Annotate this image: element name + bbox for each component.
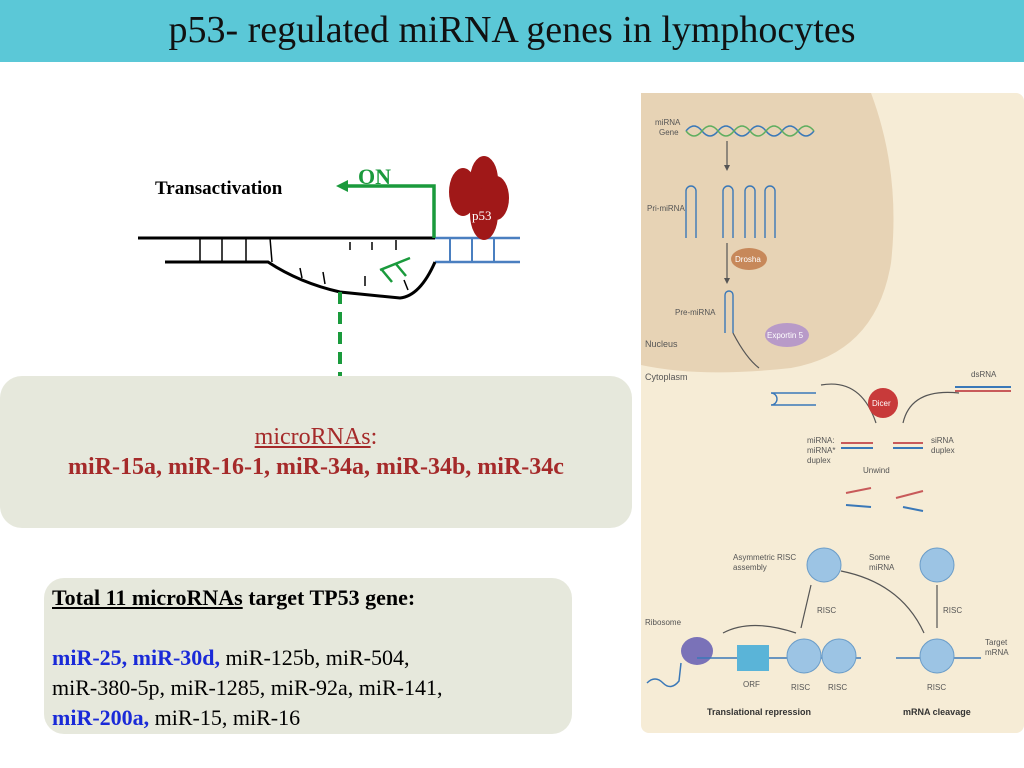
on-label: ON [358, 164, 391, 189]
target-line-3-highlight: miR-200a, [52, 705, 150, 730]
dsrna-label: dsRNA [971, 370, 997, 379]
some-mirna-label-1: Some [869, 553, 890, 562]
target-line-3: miR-200a, miR-15, miR-16 [52, 703, 443, 733]
mirna-biogenesis-figure: Nucleus Cytoplasm miRNA Gene Pri-miRNA D… [641, 93, 1024, 733]
microrna-list: miR-15a, miR-16-1, miR-34a, miR-34b, miR… [68, 454, 564, 480]
risc-label-3: RISC [791, 683, 810, 692]
risc-label-1: RISC [817, 606, 836, 615]
microrna-heading-colon: : [370, 424, 378, 450]
asym-risc-label-1: Asymmetric RISC [733, 553, 796, 562]
on-arrow [346, 184, 436, 238]
orf-label: ORF [743, 680, 760, 689]
page-title: p53- regulated miRNA genes in lymphocyte… [168, 9, 856, 51]
duplex-label-3: duplex [807, 456, 831, 465]
p53-transactivation-diagram: ON Transactivation p53 [138, 156, 520, 424]
p53-label: p53 [472, 208, 492, 223]
target-heading: Total 11 microRNAs target TP53 gene: [52, 583, 443, 613]
duplex-label-2: miRNA* [807, 446, 835, 455]
risc-complex-3 [786, 638, 822, 674]
translational-repression-label: Translational repression [707, 707, 811, 717]
unwind-label: Unwind [863, 466, 890, 475]
dna-helix-2 [685, 125, 815, 137]
drosha-enzyme [731, 248, 767, 270]
p53-protein [449, 156, 509, 240]
dicer-label: Dicer [872, 399, 891, 408]
cytoplasm-label: Cytoplasm [645, 372, 688, 382]
risc-complex-1 [806, 547, 842, 583]
target-heading-rest: target TP53 gene: [242, 585, 416, 610]
target-line-1: miR-25, miR-30d, miR-125b, miR-504, [52, 643, 443, 673]
target-mrna-label-2: mRNA [985, 648, 1009, 657]
pre-mirna-label: Pre-miRNA [675, 308, 716, 317]
transactivation-label: Transactivation [155, 178, 283, 199]
exportin-enzyme [765, 323, 809, 347]
sirna-label-2: duplex [931, 446, 955, 455]
mirna-gene-label-1: miRNA [655, 118, 681, 127]
dna-bottom-strand [165, 260, 437, 300]
risc-label-4: RISC [828, 683, 847, 692]
duplex-label-1: miRNA: [807, 436, 835, 445]
cytoplasmic-hairpin [770, 392, 816, 406]
microrna-heading: microRNAs: [0, 424, 632, 451]
risc-complex-5 [919, 638, 955, 674]
mrna-tail [646, 662, 682, 688]
microrna-heading-word: microRNAs [254, 424, 371, 450]
ribosome [681, 637, 713, 665]
ribosome-label: Ribosome [645, 618, 682, 627]
target-line-2: miR-380-5p, miR-1285, miR-92a, miR-141, [52, 675, 443, 700]
title-bar [0, 0, 1024, 62]
mirna-gene-label-2: Gene [659, 128, 679, 137]
dna-rungs [199, 237, 409, 291]
target-panel-text: Total 11 microRNAs target TP53 gene: miR… [52, 583, 443, 733]
risc-label-5: RISC [927, 683, 946, 692]
sirna-label-1: siRNA [931, 436, 954, 445]
target-panel [44, 578, 572, 734]
target-heading-underlined: Total 11 microRNAs [52, 585, 243, 610]
dna-rungs-blue [449, 238, 495, 262]
dicer-enzyme [868, 388, 898, 418]
microrna-panel [0, 376, 632, 528]
risc-label-2: RISC [943, 606, 962, 615]
target-line-1-rest: miR-125b, miR-504, [220, 645, 410, 670]
mrna-cleavage-label: mRNA cleavage [903, 707, 971, 717]
some-mirna-label-2: miRNA [869, 563, 895, 572]
pre-mirna-hairpin [724, 290, 734, 333]
drosha-label: Drosha [735, 255, 761, 264]
on-arrowhead [336, 180, 348, 192]
target-line-1-highlight: miR-25, miR-30d, [52, 645, 221, 670]
target-line-3-rest: miR-15, miR-16 [149, 705, 301, 730]
pri-mirna-label: Pri-miRNA [647, 204, 685, 213]
risc-complex-2 [919, 547, 955, 583]
pri-mirna-hairpins [685, 185, 776, 238]
asym-risc-label-2: assembly [733, 563, 767, 572]
risc-complex-4 [821, 638, 857, 674]
exportin-label: Exportin 5 [767, 331, 804, 340]
nucleus-label: Nucleus [645, 339, 678, 349]
orf-block [737, 645, 769, 671]
target-mrna-label-1: Target [985, 638, 1008, 647]
nucleus-shape [641, 93, 894, 373]
green-rungs [379, 256, 411, 283]
